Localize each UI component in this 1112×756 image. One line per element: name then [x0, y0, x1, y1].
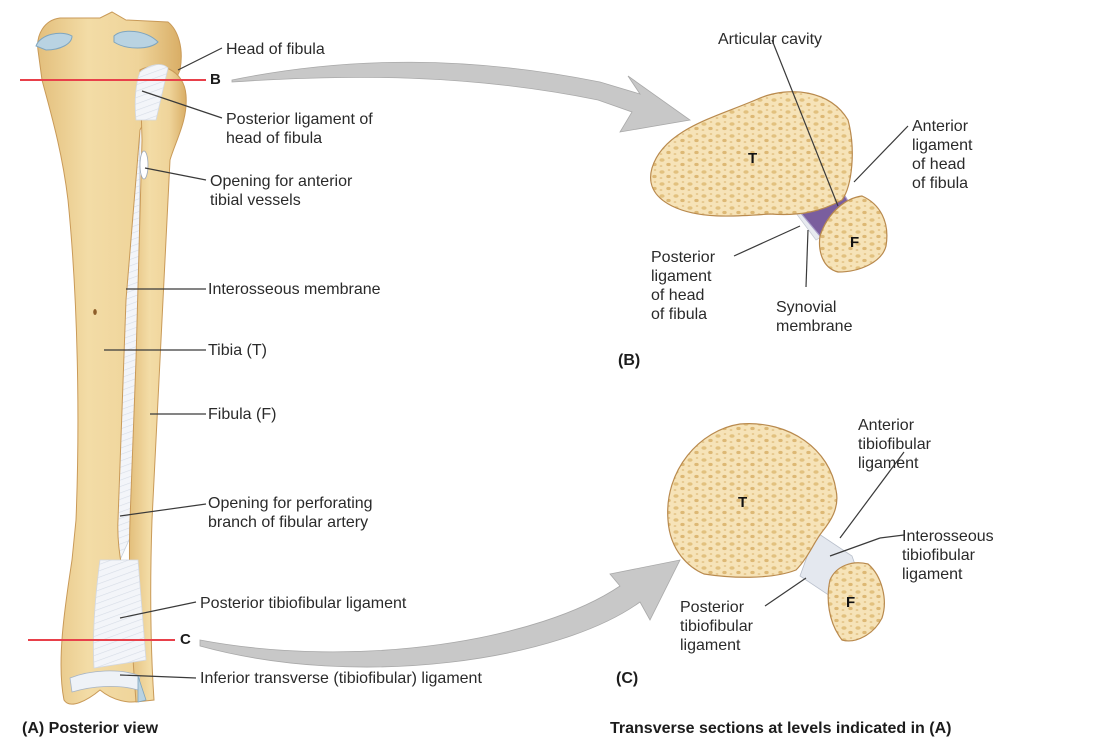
section-c-tibia-letter: T [738, 494, 748, 511]
level-marker-b: B [210, 71, 221, 88]
section-c-fibula [827, 562, 885, 642]
label-head-of-fibula: Head of fibula [226, 41, 325, 58]
opening-anterior-tibial-shape [139, 150, 149, 180]
section-c-tibia [667, 423, 838, 578]
label-posterior-ligament-head-of-fibula: Posterior ligament of head of fibula [226, 111, 373, 147]
label-interosseous-tibiofibular-ligament: Interosseous tibiofibular ligament [902, 528, 994, 583]
label-posterior-tibiofibular-ligament: Posterior tibiofibular ligament [200, 595, 407, 612]
panel-a-bones [35, 11, 187, 705]
caption-transverse-sections: Transverse sections at levels indicated … [610, 720, 952, 737]
panel-c-section [667, 423, 885, 642]
caption-panel-a: (A) Posterior view [22, 720, 159, 737]
label-fibula: Fibula (F) [208, 406, 277, 423]
leader-lines [104, 39, 909, 679]
label-posterior-ligament-head-of-fibula-b: Posterior ligament of head of fibula [651, 249, 716, 323]
label-opening-perforating-branch: Opening for perforating branch of fibula… [208, 495, 373, 531]
label-posterior-tibiofibular-ligament-c: Posterior tibiofibular ligament [680, 599, 753, 654]
section-b-tibia-letter: T [748, 150, 758, 167]
section-c-fibula-letter: F [846, 594, 856, 611]
label-anterior-ligament-head-of-fibula: Anterior ligament of head of fibula [912, 118, 973, 192]
lateral-condyle-cartilage [35, 32, 73, 51]
caption-panel-b: (B) [618, 352, 641, 369]
medial-condyle-cartilage [113, 30, 159, 49]
label-opening-anterior-tibial-vessels: Opening for anterior tibial vessels [210, 173, 353, 209]
label-anterior-tibiofibular-ligament: Anterior tibiofibular ligament [858, 417, 931, 472]
label-tibia: Tibia (T) [208, 342, 267, 359]
posterior-ligament-head-shape [134, 64, 169, 121]
arrow-to-section-c [199, 559, 681, 668]
panel-b-section [650, 91, 888, 273]
tibia-shape [37, 11, 182, 705]
section-b-fibula [818, 195, 888, 273]
section-b-fibula-letter: F [850, 234, 860, 251]
caption-panel-c: (C) [616, 670, 639, 687]
label-articular-cavity: Articular cavity [718, 31, 823, 48]
label-synovial-membrane: Synovial membrane [776, 299, 853, 335]
level-marker-c: C [180, 631, 191, 648]
section-b-tibia [650, 91, 853, 217]
label-inferior-transverse-ligament: Inferior transverse (tibiofibular) ligam… [200, 670, 482, 687]
arrow-to-section-b [231, 61, 692, 133]
label-interosseous-membrane: Interosseous membrane [208, 281, 381, 298]
